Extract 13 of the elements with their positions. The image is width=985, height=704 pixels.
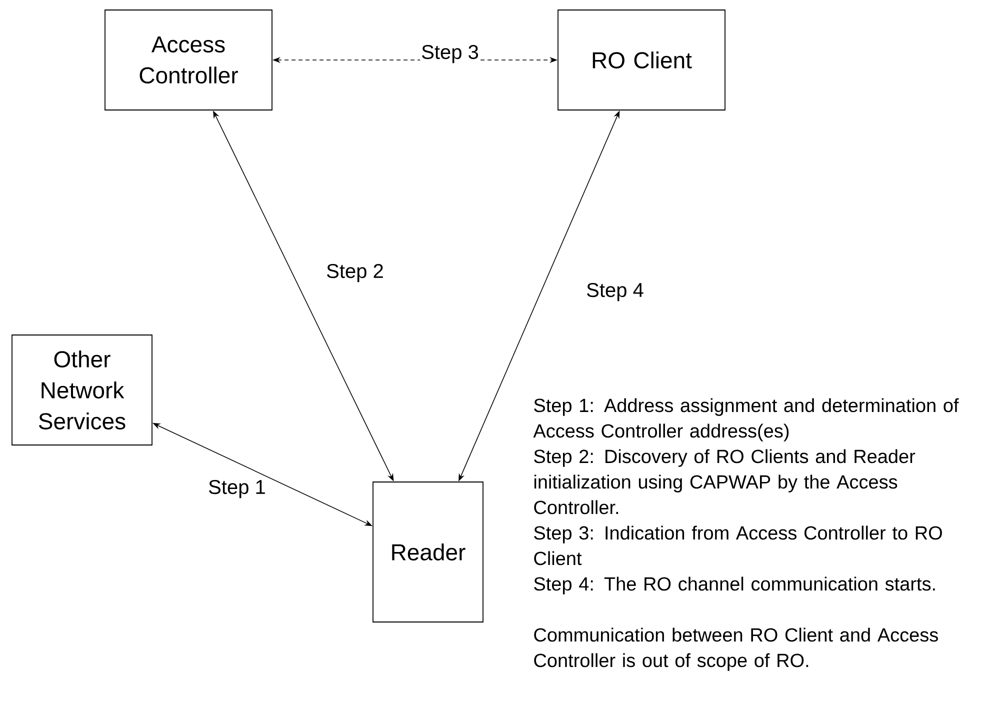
note-text: Step 1: Address assignment and determination of Access Controller address(es): [533, 398, 959, 442]
edge-label: Step 3: [420, 44, 480, 64]
process-box: Reader: [372, 482, 484, 622]
process-box: Other Network Services: [12, 334, 152, 446]
edge-label: Step 4: [585, 282, 645, 302]
note-text: Step 3: Indication from Access Controller to RO Client: [534, 526, 942, 566]
process-box: Access Controller: [104, 10, 272, 110]
edge-label: Step 1: [207, 478, 267, 500]
note-text: Communication between RO Client and Access Controller is out of scope of RO.: [534, 628, 938, 671]
process-box: RO Client: [558, 10, 726, 110]
note-text: Step 2: Discovery of RO Clients and Reader initialization using CAPWAP by the Access Controller.: [534, 449, 916, 514]
note-text: Step 4: The RO channel communication starts.: [534, 576, 935, 594]
edge-label: Step 2: [325, 262, 385, 284]
